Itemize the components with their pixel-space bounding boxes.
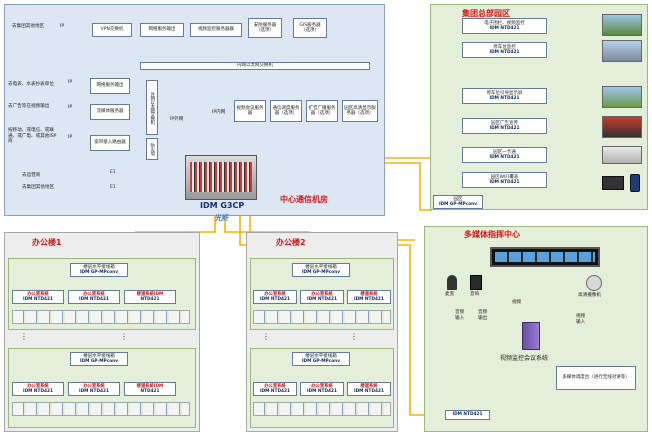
gis-server: GIS服务器（选项）: [293, 18, 327, 38]
audio-in-label: 音频输入: [455, 310, 465, 321]
camera-label: 高清摄像机: [578, 293, 601, 298]
ellipsis: ⋮: [262, 332, 270, 341]
port-label: E1: [110, 170, 116, 175]
laptop-icon: [602, 176, 624, 190]
phone-icon: [630, 174, 640, 192]
idm-g3cp-chassis: [185, 155, 257, 200]
net-service-output: 网络服务输出: [140, 23, 184, 37]
device-icon-row: [12, 310, 190, 324]
video-monitor-servers: 视频监控服务器群: [190, 23, 242, 37]
ellipsis: ⋮: [350, 332, 358, 341]
video-in-label: 视频输入: [576, 314, 586, 325]
device-model-label: IDM G3CP: [200, 201, 245, 210]
port-label: E1: [110, 185, 116, 190]
dc-left-label-4: 按移动、或电信、或联通、或广电、或其他ISP商: [8, 128, 57, 144]
dc-left-label-2: 去电表、水表抄表单位: [8, 82, 54, 87]
mic-icon: [447, 275, 457, 290]
mic-label: 麦克: [445, 292, 455, 297]
video-conference-server: 视频会议服务器: [234, 100, 266, 122]
dispatch-server: 通信调度服务器（选项）: [270, 100, 302, 122]
system-label: 视频监控会议系统: [500, 355, 549, 362]
port-label: IP: [68, 105, 73, 110]
firewall: 防火墙: [146, 138, 158, 160]
vpn-switch: VPN交换机: [92, 23, 132, 37]
video-label: 视频: [512, 300, 522, 305]
audio-out-label: 音频输出: [478, 310, 488, 321]
dc-left-label-5: 去运营商: [22, 173, 41, 178]
dispatch-console: 多媒体调度台（进行无线对讲等）: [556, 366, 636, 390]
speaker-icon: [470, 275, 482, 290]
media-device: IDM NTD421: [445, 410, 490, 420]
dc-left-label-6: 去集团其他地区: [22, 185, 55, 190]
extranet-switch: 外网以太网交换机: [146, 80, 158, 135]
port-label: IP: [68, 80, 73, 85]
speaker-label: 音响: [470, 292, 480, 297]
datacenter-title: 中心通信机房: [280, 195, 328, 204]
server-tower-icon: [522, 322, 540, 350]
card-reader-photo: [602, 146, 642, 164]
parking-photo: [602, 40, 642, 62]
guidance-display-photo: [602, 86, 642, 108]
device-icon-row: [253, 402, 391, 416]
office2-title: 办公楼2: [276, 238, 306, 247]
ellipsis: ⋮: [120, 332, 128, 341]
port-label: IP: [60, 24, 65, 29]
ellipsis: ⋮: [20, 332, 28, 341]
broadcast-server: 扩音广播服务器（选项）: [306, 100, 338, 122]
stream-server: 流媒体服务器: [90, 104, 130, 120]
fence-camera-photo: [602, 14, 642, 36]
media-title: 多媒体指挥中心: [464, 230, 520, 239]
security-server: 安防服务器（选项）: [248, 18, 282, 38]
camera-icon: [586, 275, 602, 291]
device-icon-row: [12, 402, 190, 416]
ip-internal-label: IP内网: [212, 110, 226, 115]
billboard-photo: [602, 116, 642, 138]
intranet-switch: 内网以太网交换机: [140, 62, 370, 70]
fiber-label: 光纤: [215, 214, 229, 222]
device-icon-row: [253, 310, 391, 324]
campus-display-server: 园区高清显示服务器（选项）: [342, 100, 378, 122]
dc-left-label-3: 去广告等在视频输出: [8, 104, 50, 109]
video-wall: [490, 247, 600, 267]
hq-title: 集团总部园区: [462, 9, 510, 18]
dc-left-label-1: 去集团其他地区: [12, 24, 45, 29]
port-label: IP: [68, 135, 73, 140]
wideband-router: 宽带接入路由器: [90, 135, 130, 151]
ip-external-label: IP外网: [170, 117, 184, 122]
net-service: 网络服务输出: [90, 78, 130, 94]
office1-title: 办公楼1: [32, 238, 62, 247]
